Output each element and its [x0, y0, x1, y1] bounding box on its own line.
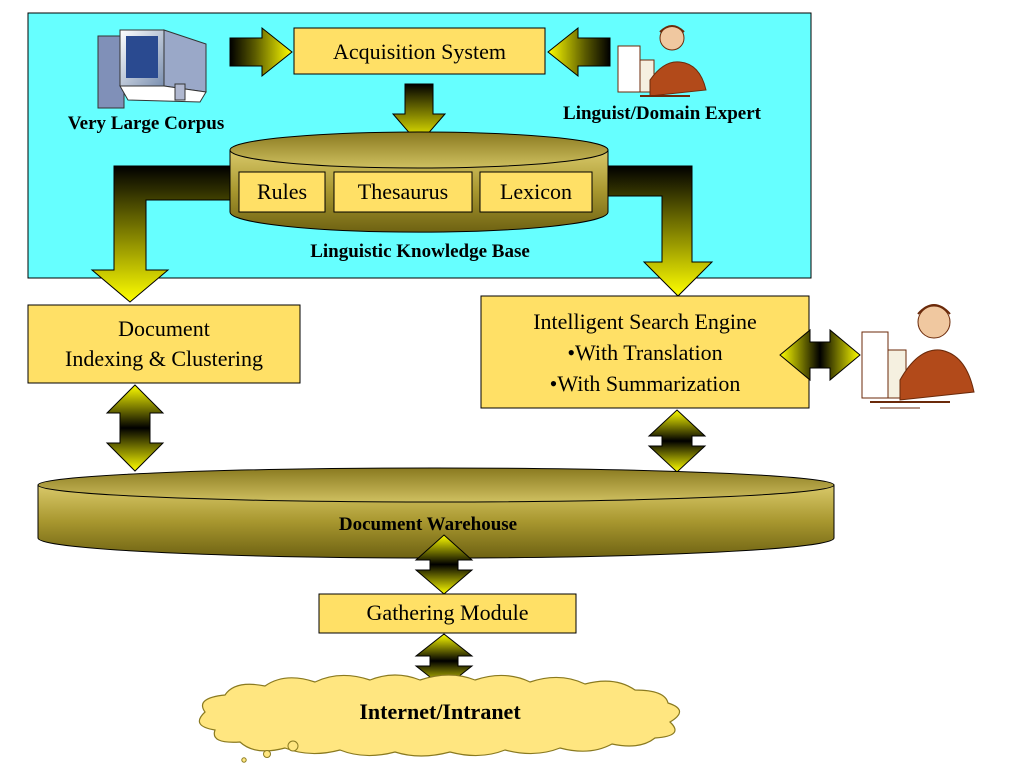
arrow-expert-to-acquisition — [547, 26, 611, 78]
search-engine-line3: •With Summarization — [550, 371, 741, 396]
arrow-kb-to-search — [607, 165, 714, 297]
arrow-kb-to-indexing — [90, 165, 231, 303]
arrow-search-user — [779, 328, 861, 382]
rules-label: Rules — [257, 179, 307, 204]
corpus-label: Very Large Corpus — [68, 113, 225, 134]
arrow-corpus-to-acquisition — [229, 26, 293, 78]
computer-icon — [97, 29, 207, 109]
arrow-acquisition-to-kb — [391, 83, 447, 145]
person-at-computer-icon — [617, 25, 707, 97]
internet-label: Internet/Intranet — [359, 699, 521, 724]
gathering-module-box: Gathering Module — [318, 593, 577, 634]
gathering-module-label: Gathering Module — [367, 600, 529, 625]
search-engine-line2: •With Translation — [567, 340, 722, 365]
indexing-line2: Indexing & Clustering — [65, 346, 263, 371]
indexing-line1: Document — [118, 316, 210, 341]
knowledge-base-label: Linguistic Knowledge Base — [310, 241, 530, 262]
knowledge-base-cylinder: Rules Thesaurus Lexicon — [229, 131, 609, 233]
search-engine-box: Intelligent Search Engine •With Translat… — [480, 295, 810, 409]
indexing-box: Document Indexing & Clustering — [27, 304, 301, 384]
lexicon-label: Lexicon — [500, 179, 572, 204]
acquisition-system-box: Acquisition System — [293, 27, 546, 75]
expert-label: Linguist/Domain Expert — [563, 103, 762, 124]
warehouse-label: Document Warehouse — [339, 514, 517, 535]
acquisition-system-label: Acquisition System — [333, 39, 506, 64]
search-engine-line1: Intelligent Search Engine — [533, 309, 757, 334]
person-at-computer-icon — [861, 304, 975, 409]
thesaurus-box: Thesaurus — [333, 171, 473, 213]
document-warehouse-cylinder: Document Warehouse — [37, 467, 835, 559]
arrow-indexing-warehouse — [105, 384, 165, 472]
lexicon-box: Lexicon — [479, 171, 593, 213]
rules-box: Rules — [238, 171, 326, 213]
arrow-search-warehouse — [647, 409, 707, 473]
internet-cloud: Internet/Intranet — [198, 674, 681, 763]
thesaurus-label: Thesaurus — [358, 179, 448, 204]
